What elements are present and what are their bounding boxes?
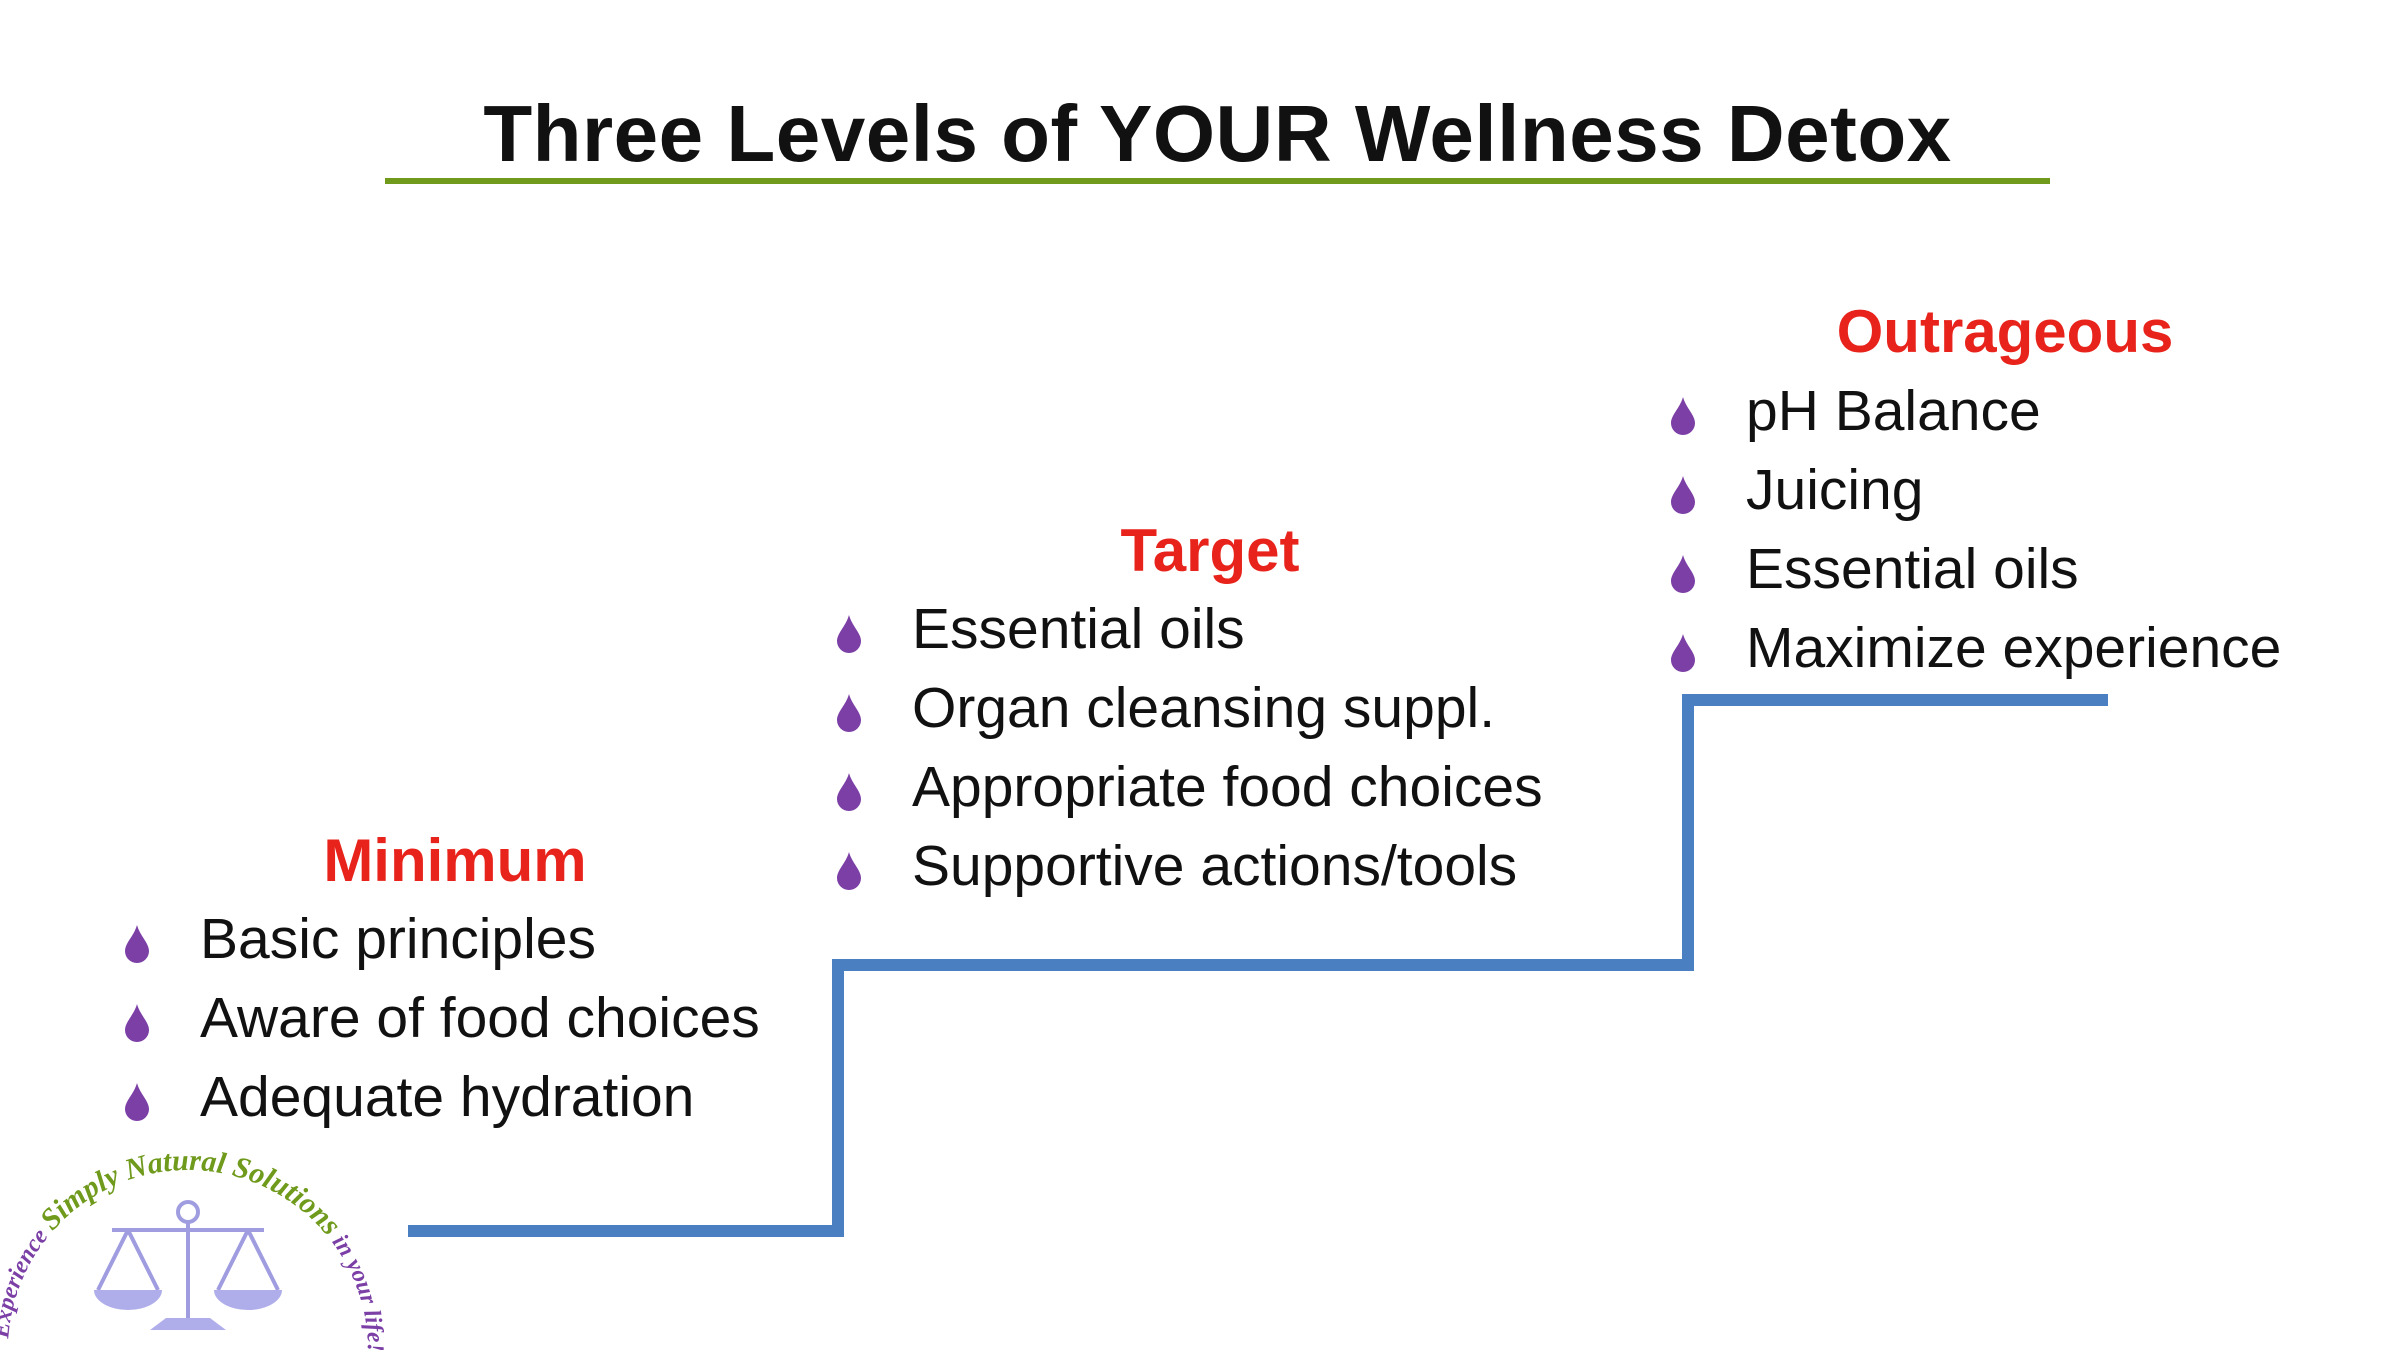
drop-icon — [1671, 634, 1695, 672]
drop-icon — [837, 615, 861, 653]
list-item-label: Essential oils — [1746, 537, 2079, 601]
list-item-label: Essential oils — [912, 597, 1245, 661]
list-item-label: Adequate hydration — [200, 1065, 695, 1129]
list-item: Juicing — [1656, 451, 2281, 530]
drop-icon — [837, 852, 861, 890]
list-item: pH Balance — [1656, 372, 2281, 451]
list-item: Supportive actions/tools — [822, 827, 1543, 906]
list-item: Appropriate food choices — [822, 748, 1543, 827]
list-item-label: Appropriate food choices — [912, 755, 1543, 819]
level-list-outrageous: pH Balance Juicing Essential oils Maximi… — [1656, 372, 2281, 688]
list-item-label: Supportive actions/tools — [912, 834, 1518, 898]
level-list-target: Essential oils Organ cleansing suppl. Ap… — [822, 590, 1543, 906]
drop-icon — [125, 925, 149, 963]
list-item: Essential oils — [1656, 530, 2281, 609]
level-list-minimum: Basic principles Aware of food choices A… — [110, 900, 760, 1137]
list-item: Basic principles — [110, 900, 760, 979]
title-underline — [385, 178, 2050, 184]
list-item-label: Juicing — [1746, 458, 1924, 522]
level-heading-target: Target — [1120, 517, 1300, 584]
list-item: Maximize experience — [1656, 609, 2281, 688]
drop-icon — [837, 773, 861, 811]
list-item-label: Maximize experience — [1746, 616, 2282, 680]
scales-icon — [94, 1200, 282, 1330]
page-title: Three Levels of YOUR Wellness Detox — [483, 89, 1952, 178]
list-item-label: Aware of food choices — [200, 986, 760, 1050]
level-heading-outrageous: Outrageous — [1836, 298, 2174, 365]
list-item-label: Basic principles — [200, 907, 596, 971]
list-item: Organ cleansing suppl. — [822, 669, 1543, 748]
drop-icon — [125, 1083, 149, 1121]
list-item-label: Organ cleansing suppl. — [912, 676, 1496, 740]
level-heading-minimum: Minimum — [323, 827, 587, 894]
list-item-label: pH Balance — [1746, 379, 2041, 443]
list-item: Adequate hydration — [110, 1058, 760, 1137]
list-item: Aware of food choices — [110, 979, 760, 1058]
logo: Experience Simply Natural Solutions in y… — [0, 1144, 388, 1350]
drop-icon — [125, 1004, 149, 1042]
drop-icon — [837, 694, 861, 732]
drop-icon — [1671, 555, 1695, 593]
drop-icon — [1671, 397, 1695, 435]
list-item: Essential oils — [822, 590, 1543, 669]
drop-icon — [1671, 476, 1695, 514]
